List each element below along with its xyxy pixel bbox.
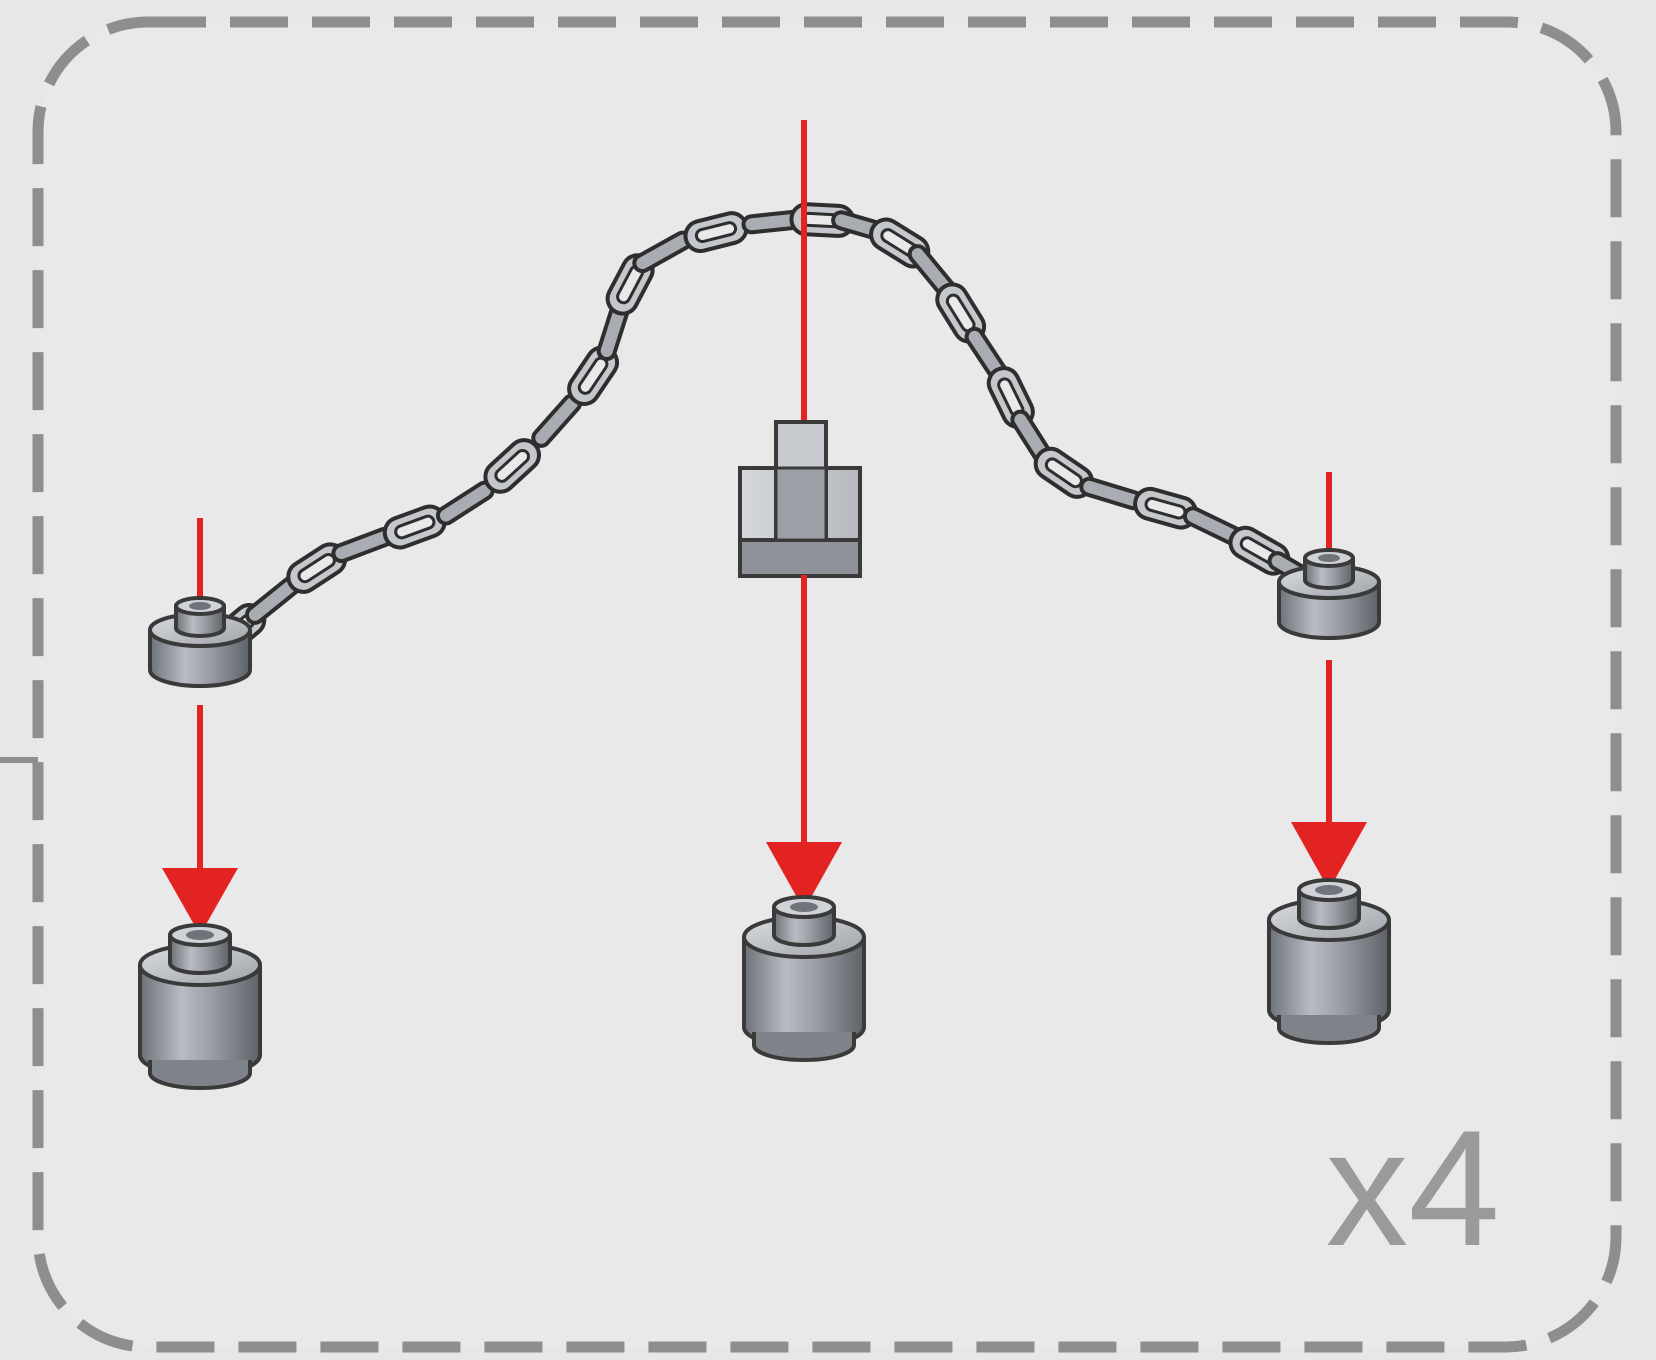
multiplier-label: x4 [1326, 1096, 1500, 1280]
down-arrow-icon [1291, 660, 1367, 890]
round-brick-1x1-icon [1267, 878, 1391, 1045]
round-brick-1x1-icon [138, 923, 262, 1090]
down-arrow-icon [162, 705, 238, 935]
callout-frame [32, 16, 1622, 1353]
round-plate-1x1-icon [1277, 548, 1381, 640]
round-brick-1x1-icon [742, 895, 866, 1062]
chain-link [483, 438, 541, 494]
down-arrow-icon [766, 575, 842, 910]
round-plate-1x1-icon [148, 596, 252, 688]
clip-plate-icon [738, 420, 862, 578]
chain-icon [207, 202, 1328, 658]
chain-link [683, 211, 749, 253]
